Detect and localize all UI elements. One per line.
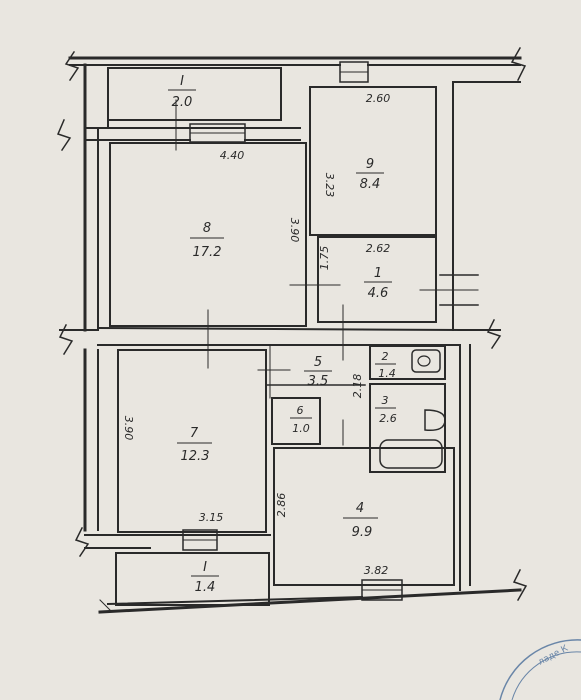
dim-2-18: 2.18 <box>351 374 364 399</box>
stamp-arc-inner <box>511 651 581 700</box>
room-1-outline <box>317 236 437 323</box>
dim-4-40: 4.40 <box>220 149 245 162</box>
room-area-8: 17.2 <box>193 245 222 260</box>
room-num-5: 5 <box>314 355 322 370</box>
room-num-6: 6 <box>297 404 304 417</box>
room-num-4: 4 <box>356 501 364 516</box>
room-num-2: 2 <box>382 350 389 363</box>
break-mark <box>512 568 528 602</box>
room-2-outline <box>369 345 446 380</box>
room-7-outline <box>117 349 267 533</box>
break-mark <box>58 323 74 356</box>
room-area-balcony-top: 2.0 <box>172 95 193 110</box>
balcony-outline <box>115 552 270 606</box>
room-area-4: 9.9 <box>352 525 373 540</box>
bathtub-icon <box>379 439 443 469</box>
toilet-bowl <box>417 355 431 367</box>
sink-icon <box>424 409 446 432</box>
room-num-3: 3 <box>382 394 389 407</box>
dim-2-60: 2.60 <box>366 92 391 105</box>
room-area-5: 3.5 <box>308 374 329 389</box>
break-mark <box>486 318 502 350</box>
room-num-8: 8 <box>203 221 211 236</box>
room-area-1: 4.6 <box>368 286 389 301</box>
dim-3-15: 3.15 <box>199 511 224 524</box>
wall <box>98 588 522 614</box>
toilet-icon <box>411 349 441 373</box>
room-6-outline <box>271 397 321 445</box>
room-num-balcony-bottom: I <box>203 560 207 575</box>
walls <box>56 46 528 614</box>
room-num-9: 9 <box>366 157 374 172</box>
dim-3-90-top: 3.90 <box>288 218 301 243</box>
dim-1-75: 1.75 <box>318 246 331 271</box>
break-mark <box>510 46 527 82</box>
room-area-2: 1.4 <box>378 367 396 380</box>
dim-line <box>99 599 111 611</box>
dim-2-62: 2.62 <box>366 242 391 255</box>
room-area-7: 12.3 <box>181 449 210 464</box>
dimension-labels: 2.60 4.40 3.23 3.90 2.62 1.75 2.18 3.90 … <box>122 92 390 577</box>
room-9-outline <box>309 86 437 236</box>
wall <box>96 326 462 332</box>
room-area-balcony-bottom: 1.4 <box>195 580 216 595</box>
room-3-outline <box>369 383 446 473</box>
room-num-1: 1 <box>374 266 382 281</box>
room-area-3: 2.6 <box>379 412 397 425</box>
dim-3-90-left: 3.90 <box>122 416 135 441</box>
room-4-outline <box>273 447 455 586</box>
room-labels: I 2.0 9 8.4 8 17.2 1 4.6 5 3.5 2 1.4 3 2… <box>168 74 397 595</box>
balcony-outline <box>107 67 282 121</box>
wall <box>106 595 364 606</box>
stamp-arc <box>499 639 581 700</box>
room-area-9: 8.4 <box>360 177 381 192</box>
break-mark <box>74 526 90 558</box>
break-mark <box>64 50 80 82</box>
dim-2-86: 2.86 <box>275 493 288 518</box>
room-area-6: 1.0 <box>292 422 310 435</box>
dim-3-82: 3.82 <box>364 564 389 577</box>
room-num-7: 7 <box>190 426 199 441</box>
room-num-balcony-top: I <box>180 74 184 89</box>
break-mark <box>56 119 72 152</box>
dim-3-23: 3.23 <box>323 173 336 198</box>
